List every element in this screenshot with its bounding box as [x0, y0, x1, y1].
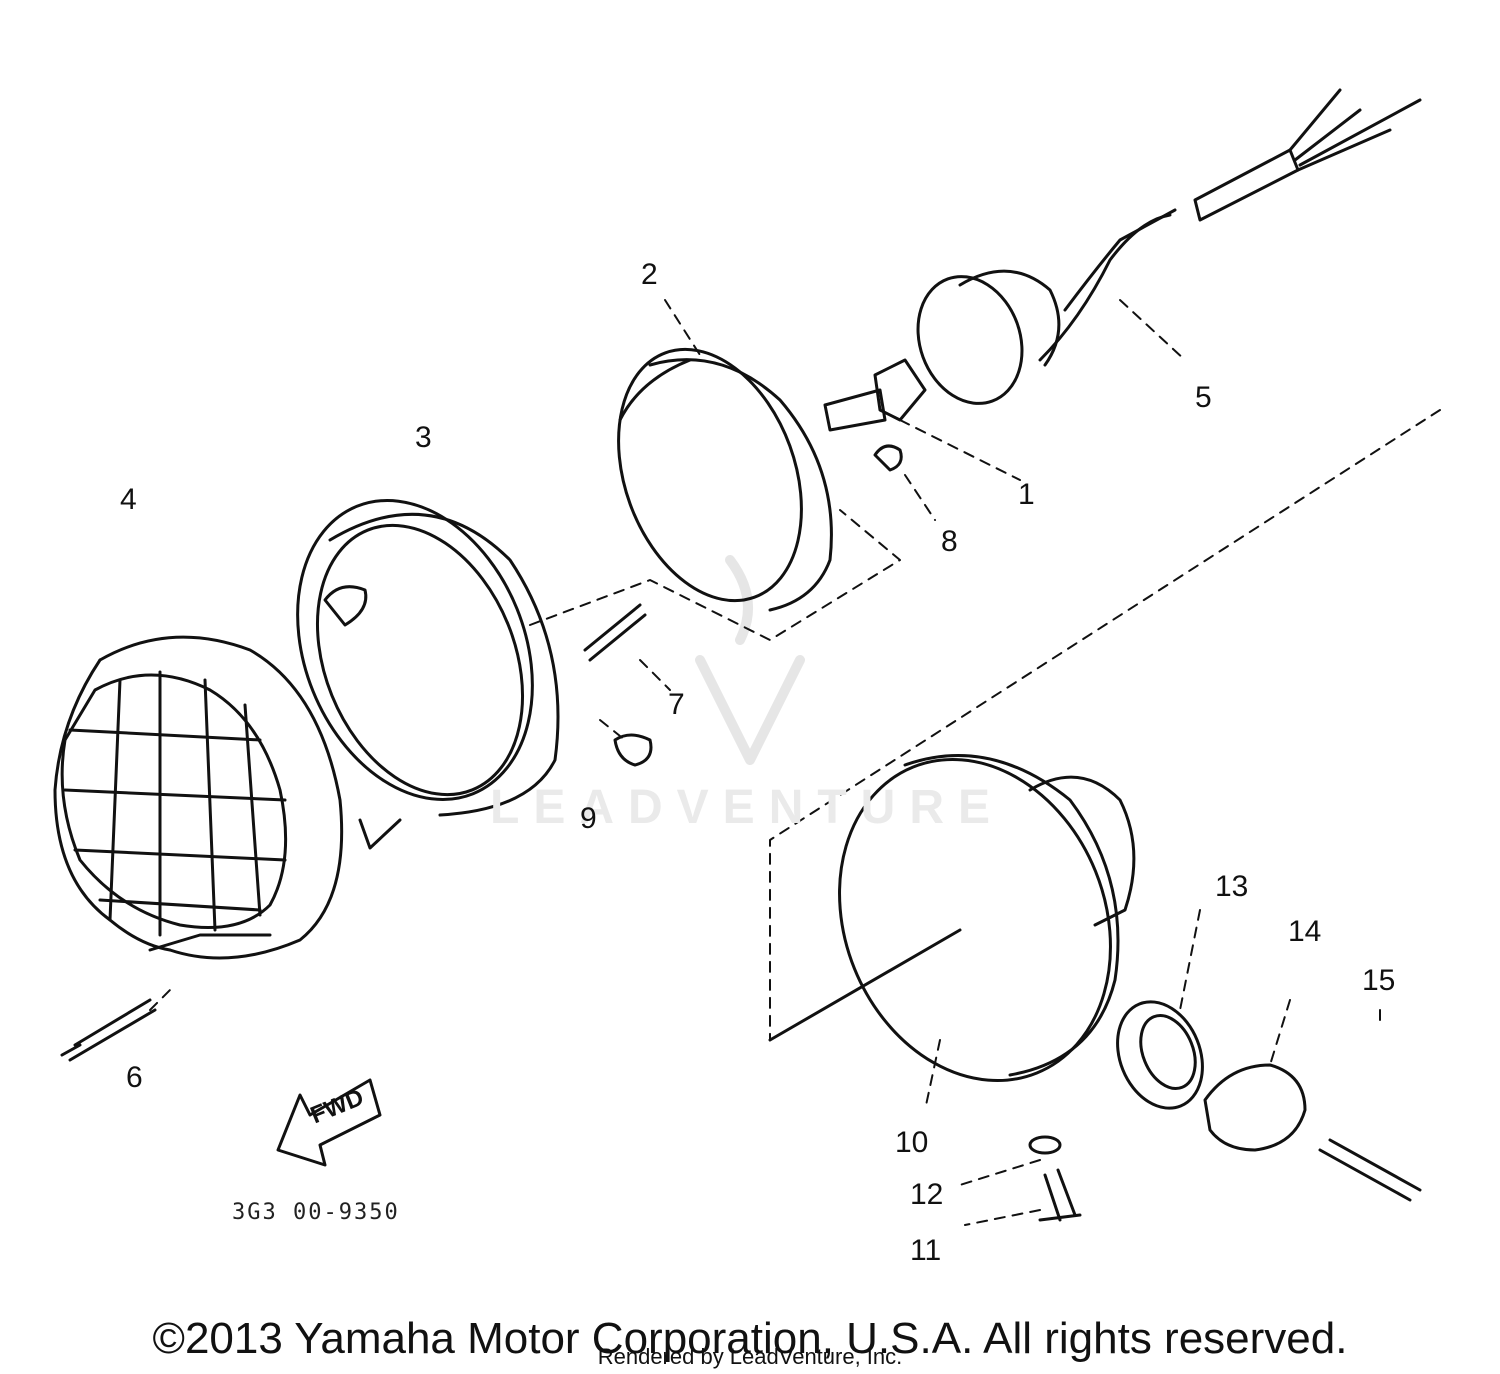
leader-lines — [149, 299, 1441, 1226]
adjust-nut — [873, 444, 903, 472]
grommet — [1116, 1000, 1204, 1110]
bolt-11 — [1038, 1168, 1082, 1222]
callout-3: 3 — [415, 421, 432, 454]
bolt-6 — [60, 998, 157, 1062]
callout-8: 8 — [941, 525, 958, 558]
washer-12 — [1028, 1135, 1062, 1155]
callout-9: 9 — [580, 802, 597, 835]
fwd-arrow — [276, 1078, 382, 1167]
socket-harness — [916, 88, 1422, 405]
callout-15: 15 — [1362, 964, 1396, 997]
callout-7: 7 — [668, 688, 685, 721]
callout-4: 4 — [120, 483, 137, 516]
rendered-by-notice: Rendered by LeadVenture, Inc. — [597, 1344, 903, 1369]
callout-12: 12 — [910, 1178, 944, 1211]
sealed-beam-lens — [617, 347, 833, 612]
part-number: 3G3 00-9350 — [232, 1200, 400, 1225]
headlight-housing — [768, 754, 1136, 1083]
bulb — [823, 358, 927, 432]
mounting-screw — [613, 733, 653, 767]
callout-14: 14 — [1288, 915, 1322, 948]
bolt-15 — [1318, 1138, 1422, 1202]
callout-1: 1 — [1018, 478, 1035, 511]
callout-2: 2 — [641, 258, 658, 291]
callout-13: 13 — [1215, 870, 1249, 903]
headlight-guard — [53, 635, 344, 960]
watermark-text: LEADVENTURE — [490, 781, 1005, 834]
adjust-spring-screw — [583, 603, 647, 662]
cap — [1203, 1063, 1307, 1152]
callout-10: 10 — [895, 1126, 929, 1159]
callout-6: 6 — [126, 1061, 143, 1094]
watermark-logo — [695, 555, 805, 765]
callout-11: 11 — [910, 1234, 942, 1267]
copyright-notice: ©2013 Yamaha Motor Corporation, U.S.A. A… — [152, 1314, 1348, 1363]
headlight-rim — [296, 498, 560, 850]
callout-5: 5 — [1195, 381, 1212, 414]
